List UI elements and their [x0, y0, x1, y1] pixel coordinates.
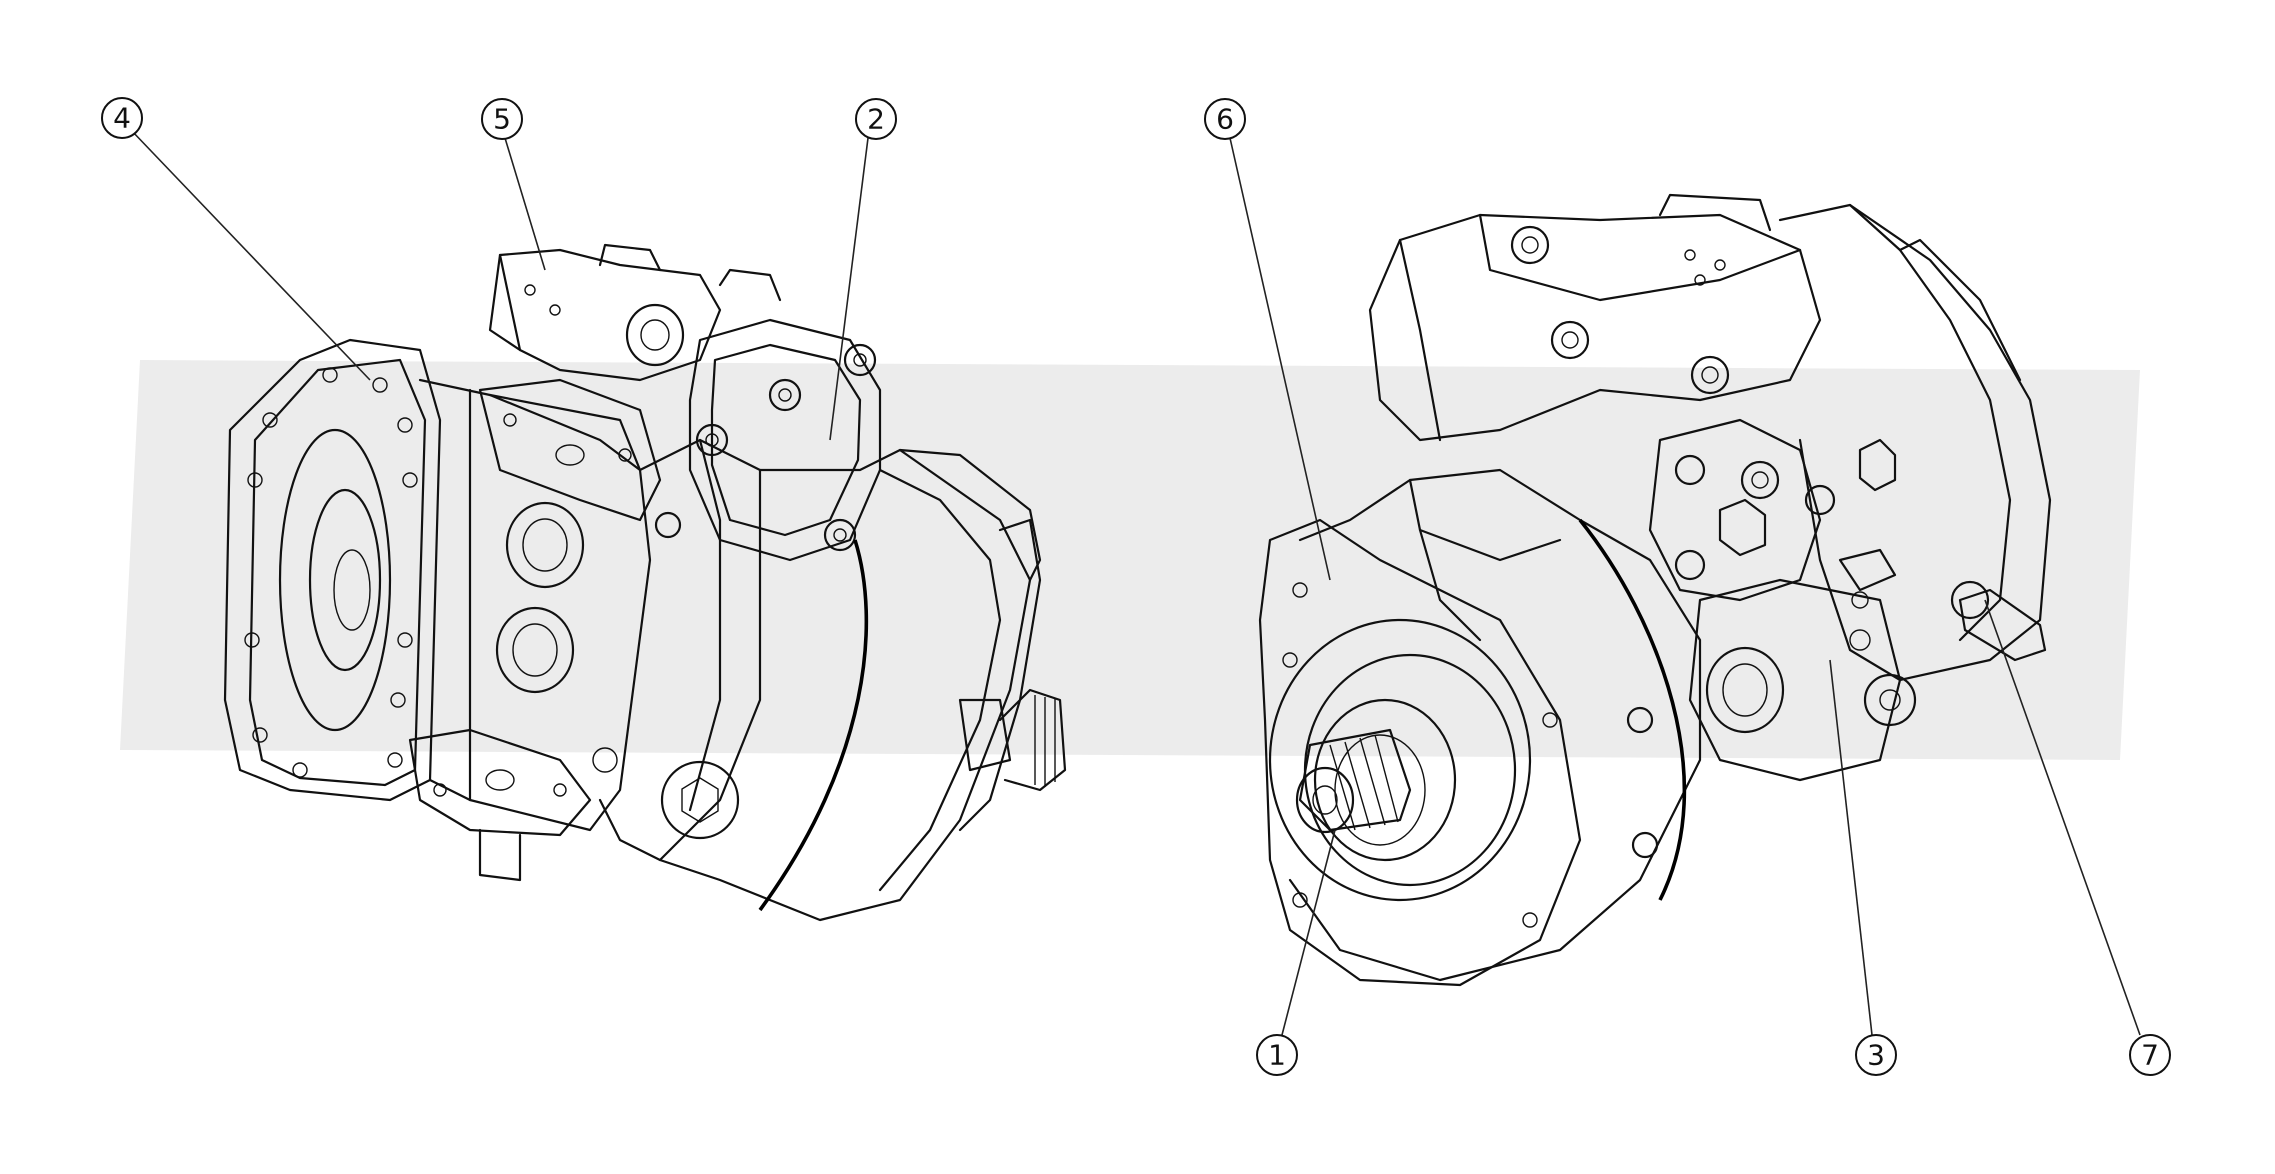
- leader-lines: [130, 129, 2141, 1036]
- callout-4-label: 4: [113, 102, 131, 135]
- callout-6-label: 6: [1216, 103, 1234, 136]
- callout-4: 4: [101, 97, 143, 139]
- callout-3-label: 3: [1867, 1039, 1885, 1072]
- callout-2: 2: [855, 98, 897, 140]
- callout-6: 6: [1204, 98, 1246, 140]
- left-pump-view: [223, 243, 1067, 922]
- right-pump-view: [1258, 193, 2052, 987]
- watermark: [120, 360, 2140, 760]
- callout-7-label: 7: [2141, 1039, 2159, 1072]
- callout-5: 5: [481, 98, 523, 140]
- callout-1: 1: [1256, 1034, 1298, 1076]
- callout-5-label: 5: [493, 103, 511, 136]
- callout-7: 7: [2129, 1034, 2171, 1076]
- callout-3: 3: [1855, 1034, 1897, 1076]
- callout-2-label: 2: [867, 103, 885, 136]
- callout-1-label: 1: [1268, 1039, 1286, 1072]
